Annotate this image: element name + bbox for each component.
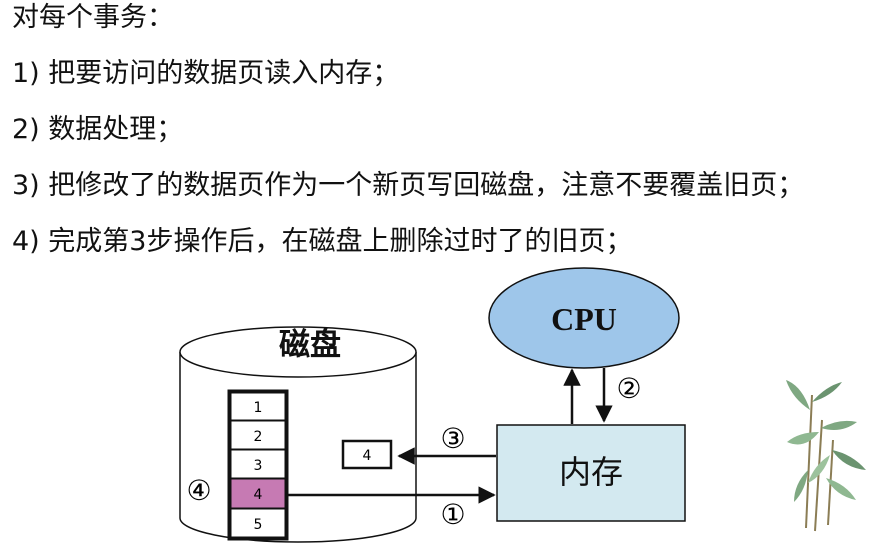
memory-node: 内存 — [496, 424, 686, 522]
bamboo-decoration — [786, 380, 866, 532]
page-3: 3 — [254, 458, 263, 474]
marker-write: ③ — [440, 422, 465, 455]
page-2: 2 — [254, 429, 263, 445]
old-page-4-highlight — [230, 478, 286, 509]
step-4: 4) 完成第3步操作后，在磁盘上删除过时了的旧页； — [12, 226, 633, 257]
marker-read: ① — [440, 498, 465, 531]
new-page-label: 4 — [363, 448, 372, 464]
page-1: 1 — [254, 400, 263, 416]
step-3: 3) 把修改了的数据页作为一个新页写回磁盘，注意不要覆盖旧页； — [12, 170, 805, 201]
new-page-box: 4 — [341, 439, 393, 470]
page-5: 5 — [254, 517, 263, 533]
memory-label: 内存 — [559, 453, 623, 491]
cpu-label: CPU — [551, 301, 617, 337]
disk-page-stack: 1 2 3 4 5 — [227, 389, 289, 541]
step-2: 2) 数据处理； — [12, 114, 184, 145]
marker-delete: ④ — [186, 474, 211, 507]
page-4-old: 4 — [254, 487, 263, 503]
intro-line: 对每个事务： — [12, 2, 174, 33]
cpu-node: CPU — [488, 267, 680, 369]
disk-label: 磁盘 — [279, 327, 341, 363]
step-1: 1) 把要访问的数据页读入内存； — [12, 58, 400, 89]
marker-process: ② — [616, 372, 641, 405]
disk-cylinder: 磁盘 — [179, 326, 417, 543]
